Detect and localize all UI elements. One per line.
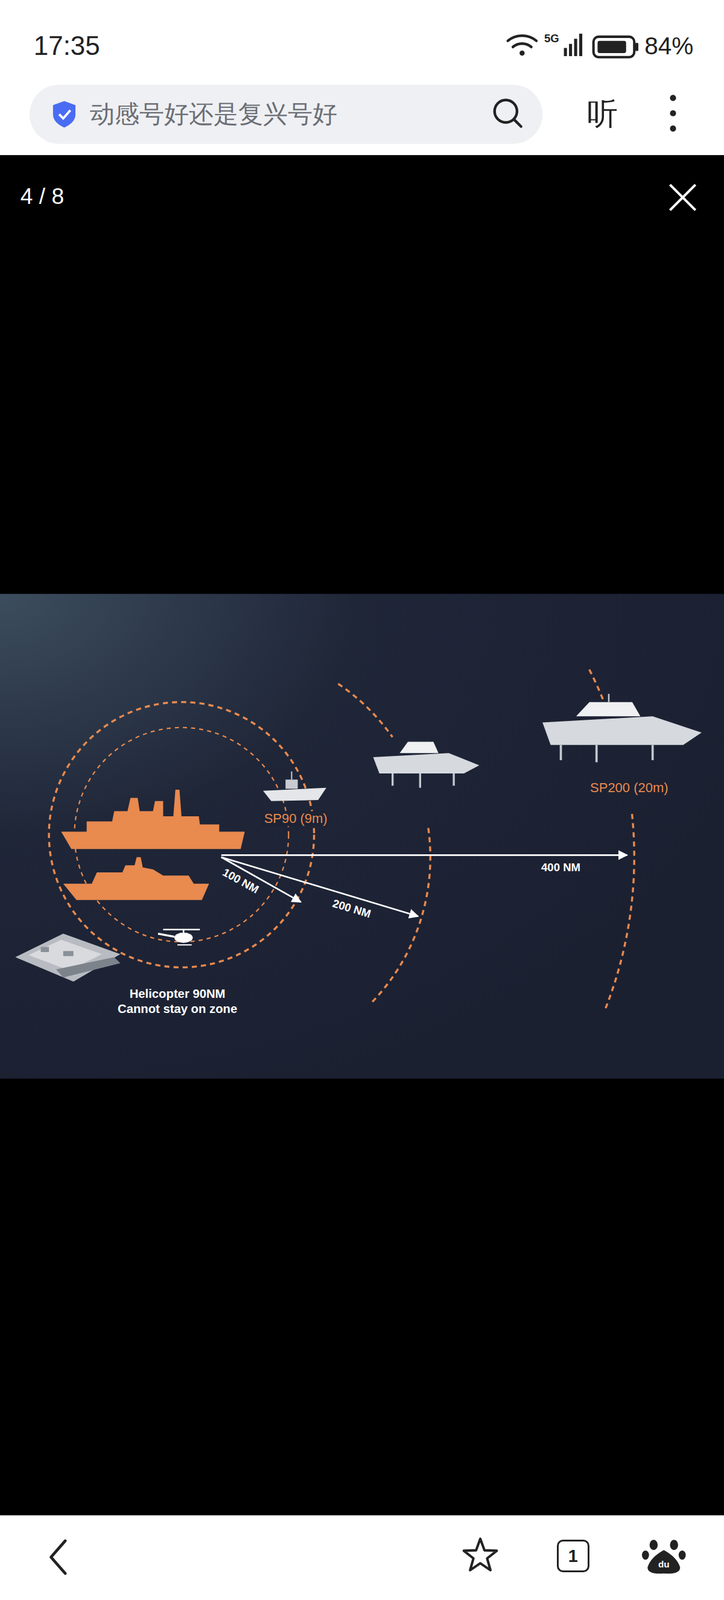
- close-icon: [669, 184, 696, 210]
- sp90-boat: [263, 771, 327, 802]
- helicopter-note: Helicopter 90NM: [129, 987, 226, 1001]
- bottom-bar: [0, 1515, 724, 1600]
- range-label: 100 NM: [220, 865, 261, 896]
- top-bar: [0, 0, 724, 156]
- sp200-boat: [542, 693, 702, 763]
- shield-icon: [53, 100, 76, 128]
- helicopter-note: Cannot stay on zone: [117, 1002, 238, 1017]
- network-label: 5G: [544, 32, 560, 46]
- menu-dots: [669, 94, 676, 132]
- baidu-paw-icon: [641, 1539, 686, 1574]
- wifi-icon: [508, 35, 537, 56]
- listen-button: 听: [587, 96, 618, 132]
- search-box: 动感号好还是复兴号好: [29, 84, 543, 144]
- helicopter-icon: [158, 929, 200, 945]
- range-rings: [48, 669, 635, 1009]
- logo-text: du: [658, 1559, 670, 1570]
- battery-icon: [593, 36, 639, 58]
- signal-icon: [564, 33, 583, 57]
- box-text: 动感号好还是复兴号好: [89, 97, 338, 131]
- search-pill: [29, 84, 543, 144]
- range-label: 200 NM: [331, 896, 373, 921]
- boat-label: SP200 (20m): [590, 780, 668, 796]
- tab-count-box: 1: [556, 1539, 590, 1573]
- back-icon: [51, 1540, 66, 1574]
- warships: [60, 789, 245, 901]
- boat-label: SP90 (9m): [261, 811, 331, 827]
- range-arrows: [221, 854, 628, 916]
- search-icon: [494, 100, 522, 127]
- box-text: 1: [568, 1546, 578, 1567]
- port-illustration: [15, 933, 121, 982]
- page-counter: 4 / 8: [20, 182, 64, 209]
- image-ground: [0, 593, 724, 1079]
- range-label: 400 NM: [541, 861, 581, 875]
- hydrofoil-boat: [373, 742, 480, 788]
- status-time: 17:35: [33, 30, 101, 62]
- battery-level: 84%: [644, 31, 694, 61]
- star-icon: [463, 1539, 498, 1571]
